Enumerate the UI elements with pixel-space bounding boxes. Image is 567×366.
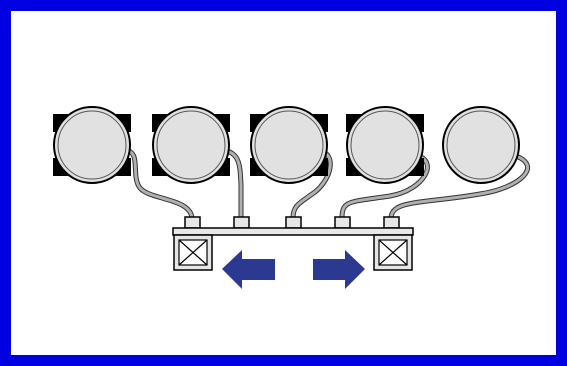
cable-5 (388, 152, 530, 219)
port-1 (184, 216, 201, 229)
disc-rim-2 (156, 110, 226, 180)
cable-3 (290, 147, 333, 219)
disc-unit-3 (250, 106, 328, 184)
arrow-right-icon (313, 250, 365, 289)
disc-rim-5 (446, 110, 516, 180)
disc-unit-4 (346, 106, 424, 184)
arrow-left-icon (222, 250, 275, 289)
disc-unit-5 (442, 106, 520, 184)
disc-4 (346, 106, 424, 184)
disc-units (53, 106, 520, 184)
cable-4 (339, 152, 430, 219)
disc-unit-1 (53, 106, 131, 184)
cables (122, 147, 530, 219)
cable-1 (122, 147, 195, 219)
disc-rim-3 (254, 110, 324, 180)
port-3 (285, 216, 302, 229)
port-2 (233, 216, 250, 229)
disc-rim-1 (57, 110, 127, 180)
rail-bar (172, 227, 414, 236)
disc-3 (250, 106, 328, 184)
disc-unit-2 (152, 106, 230, 184)
disc-5 (442, 106, 520, 184)
port-5 (383, 216, 400, 229)
port-4 (334, 216, 351, 229)
disc-rim-4 (350, 110, 420, 180)
disc-2 (152, 106, 230, 184)
end-box-right (373, 234, 413, 271)
disc-1 (53, 106, 131, 184)
end-box-left (173, 234, 213, 271)
